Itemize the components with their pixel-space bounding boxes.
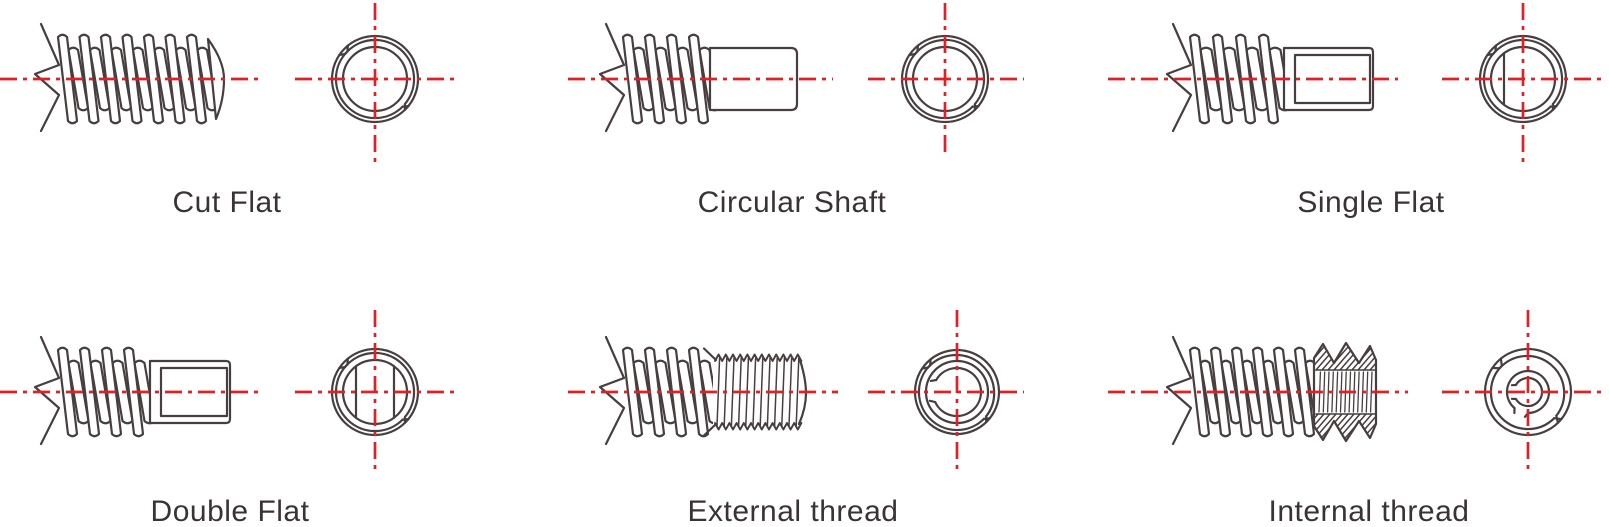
single-flat-centerlines bbox=[1108, 3, 1606, 162]
internal-thread-centerlines bbox=[1108, 310, 1606, 472]
figure-label-internal-thread: Internal thread bbox=[1268, 495, 1470, 527]
cut-flat-figure bbox=[0, 3, 458, 162]
external-thread-side-view bbox=[598, 335, 808, 446]
figure-label-external-thread: External thread bbox=[687, 495, 899, 527]
external-thread-centerlines bbox=[568, 310, 1024, 472]
cut-flat-side-view bbox=[33, 22, 226, 133]
double-flat-figure bbox=[0, 310, 458, 472]
figure-label-single-flat: Single Flat bbox=[1297, 186, 1445, 219]
external-thread-figure bbox=[568, 310, 1024, 472]
double-flat-centerlines bbox=[0, 310, 458, 472]
circular-shaft-figure bbox=[568, 3, 1024, 158]
figure-label-circular-shaft: Circular Shaft bbox=[697, 186, 887, 219]
single-flat-side-view bbox=[1165, 22, 1375, 133]
figure-label-double-flat: Double Flat bbox=[150, 495, 310, 527]
single-flat-figure bbox=[1108, 3, 1606, 162]
circular-shaft-centerlines bbox=[568, 3, 1024, 158]
circular-shaft-side-view bbox=[598, 22, 799, 133]
cut-flat-centerlines bbox=[0, 3, 458, 162]
internal-thread-side-view bbox=[1165, 335, 1378, 446]
internal-thread-figure bbox=[1108, 310, 1606, 472]
double-flat-side-view bbox=[33, 335, 232, 446]
figure-label-cut-flat: Cut Flat bbox=[172, 186, 282, 219]
